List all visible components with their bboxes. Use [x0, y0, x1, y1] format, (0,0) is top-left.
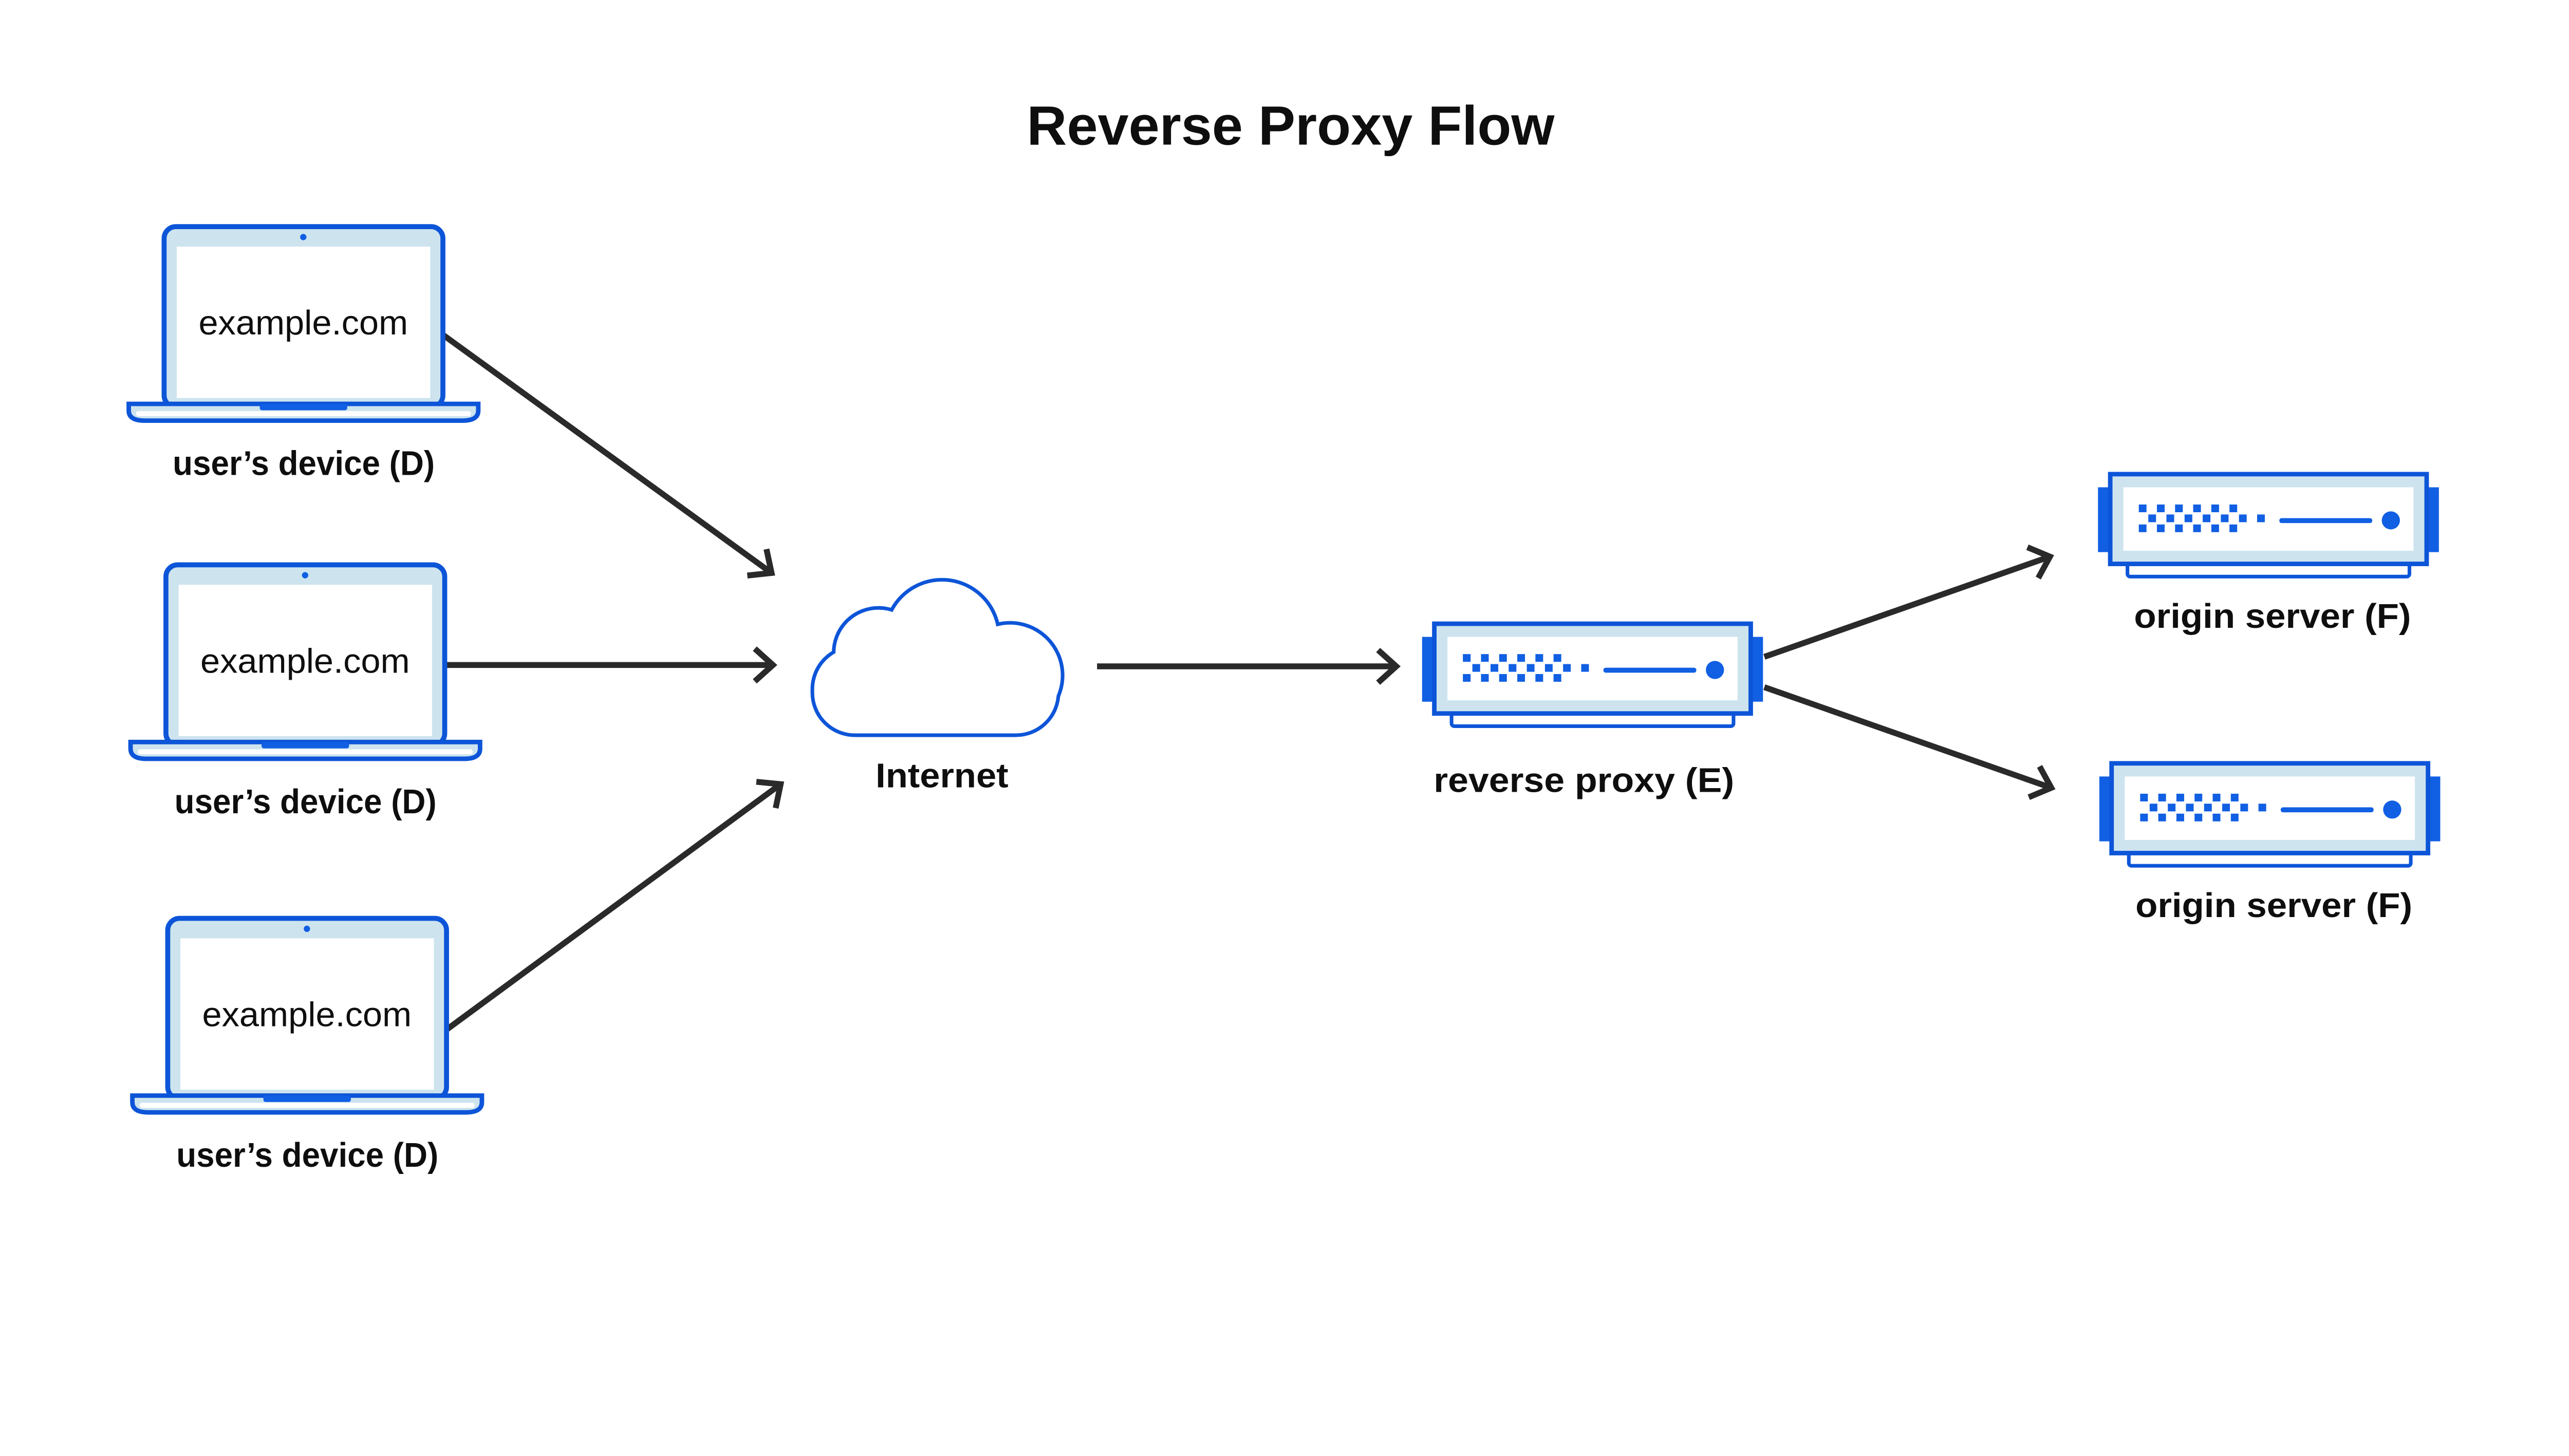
origin-server-icon: [2098, 474, 2438, 576]
device3-label: user’s device (D): [176, 1136, 438, 1174]
flow-arrows: [442, 333, 2056, 1032]
internet-node: Internet: [814, 582, 1061, 795]
device-node-3: example.com user’s device (D): [133, 919, 482, 1174]
reverse-proxy-server-icon: [1422, 624, 1763, 726]
arrow-device3-to-internet: [445, 778, 785, 1032]
origin-server-node-2: origin server (F): [2099, 763, 2440, 925]
page-title: Reverse Proxy Flow: [1027, 95, 1554, 156]
arrow-proxy-to-origin2: [1763, 684, 2056, 800]
device1-screen-url: example.com: [198, 304, 408, 342]
arrow-proxy-to-origin1: [1763, 544, 2054, 660]
internet-label: Internet: [876, 757, 1009, 795]
origin-server1-label: origin server (F): [2134, 597, 2411, 636]
reverse-proxy-node: reverse proxy (E): [1422, 624, 1763, 799]
origin-server2-label: origin server (F): [2135, 886, 2412, 925]
device3-screen-url: example.com: [202, 996, 412, 1034]
device1-label: user’s device (D): [173, 444, 435, 483]
origin-server-node-1: origin server (F): [2098, 474, 2438, 636]
origin-server-icon: [2099, 763, 2440, 866]
diagram-canvas: Reverse Proxy Flow example.com user’s de…: [126, 95, 2443, 1175]
device2-label: user’s device (D): [175, 782, 437, 821]
arrow-device1-to-internet: [442, 333, 775, 578]
device2-screen-url: example.com: [200, 642, 410, 680]
device-node-2: example.com user’s device (D): [131, 565, 480, 821]
cloud-icon: [814, 582, 1061, 734]
device-node-1: example.com user’s device (D): [129, 227, 478, 483]
reverse-proxy-label: reverse proxy (E): [1434, 761, 1734, 799]
reverse-proxy-flow-diagram: Reverse Proxy Flow example.com user’s de…: [126, 95, 2443, 1175]
